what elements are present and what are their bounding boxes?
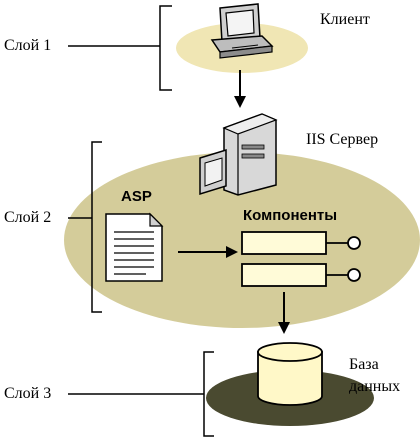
database-label-line2: данных <box>349 378 400 395</box>
client-label: Клиент <box>320 11 370 28</box>
desktop-computer-icon <box>210 3 274 59</box>
layer3-bracket: Слой 3 <box>4 351 214 437</box>
components-label: Компоненты <box>243 207 337 224</box>
arrow-client-to-server <box>234 70 246 108</box>
arrow-asp-to-components <box>178 246 238 258</box>
client-tier: Клиент <box>176 3 370 73</box>
document-icon <box>105 212 164 282</box>
database-tier: База данных <box>206 342 400 426</box>
layer3-label: Слой 3 <box>4 385 51 402</box>
layer1-label: Слой 1 <box>4 37 51 54</box>
server-tier: IIS Сервер ASP Компоненты <box>64 113 420 328</box>
layer2-label: Слой 2 <box>4 209 51 226</box>
arrow-server-to-database <box>278 292 290 334</box>
server-label: IIS Сервер <box>306 131 378 148</box>
database-cylinder-icon <box>206 342 374 426</box>
layer1-bracket: Слой 1 <box>4 5 172 91</box>
component-box-1 <box>241 231 361 255</box>
asp-label: ASP <box>121 188 152 205</box>
component-box-2 <box>241 263 361 287</box>
layer2-bracket: Слой 2 <box>4 141 102 313</box>
database-label-line1: База <box>349 356 379 373</box>
server-tower-icon <box>199 113 278 196</box>
